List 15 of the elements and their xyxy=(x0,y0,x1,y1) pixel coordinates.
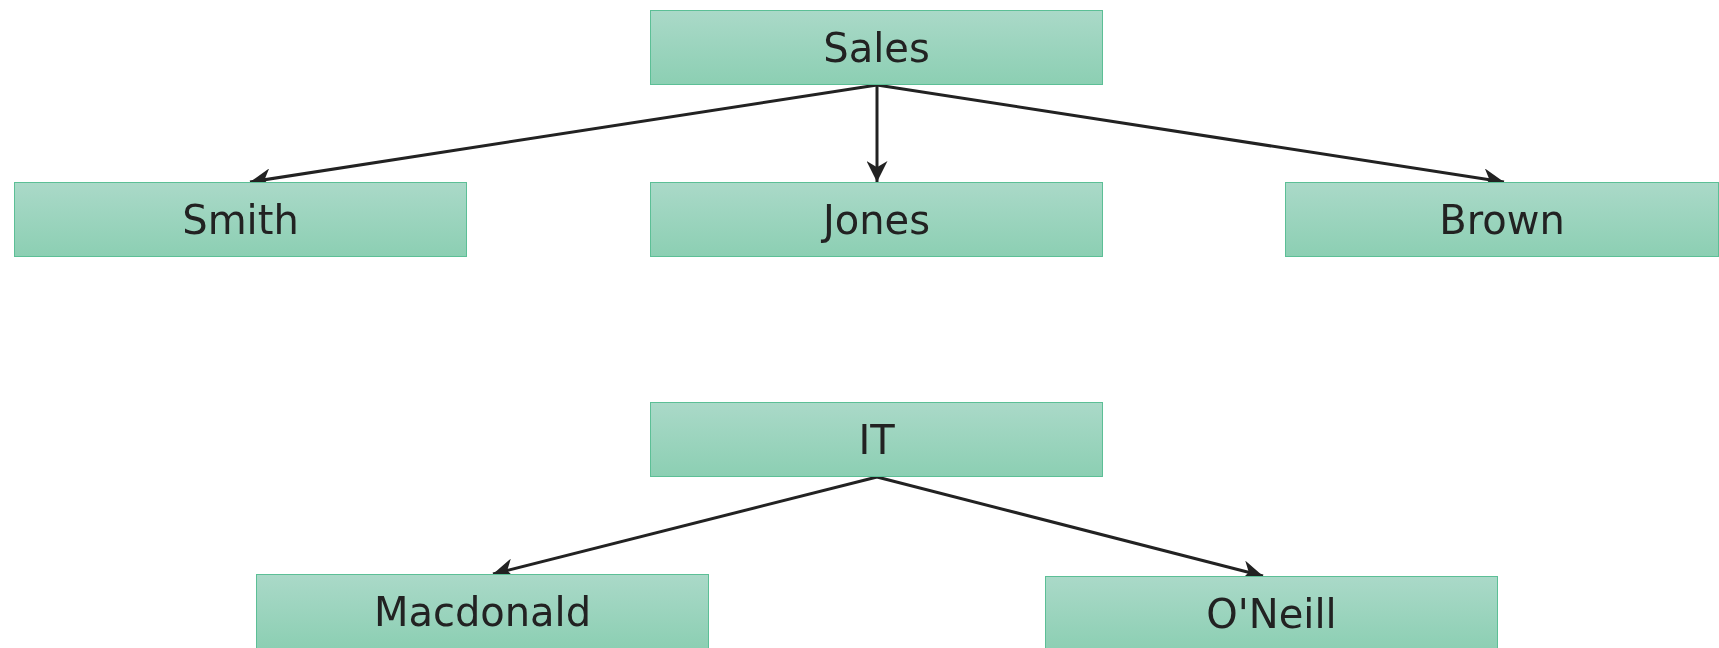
process-box xyxy=(650,402,1103,477)
node-label: Sales xyxy=(823,24,930,71)
node-label: Smith xyxy=(182,196,299,243)
node-label: Brown xyxy=(1439,196,1565,243)
node-label: Jones xyxy=(822,196,931,243)
arrow xyxy=(866,85,888,182)
node-label: Macdonald xyxy=(373,588,592,635)
node-label: O'Neill xyxy=(1206,590,1337,637)
node-label: IT xyxy=(858,416,895,463)
process-box xyxy=(256,574,709,648)
process-box xyxy=(1045,576,1498,648)
process-box xyxy=(650,182,1103,257)
process-box xyxy=(650,10,1103,85)
process-box xyxy=(14,182,467,257)
process-box xyxy=(1285,182,1719,257)
